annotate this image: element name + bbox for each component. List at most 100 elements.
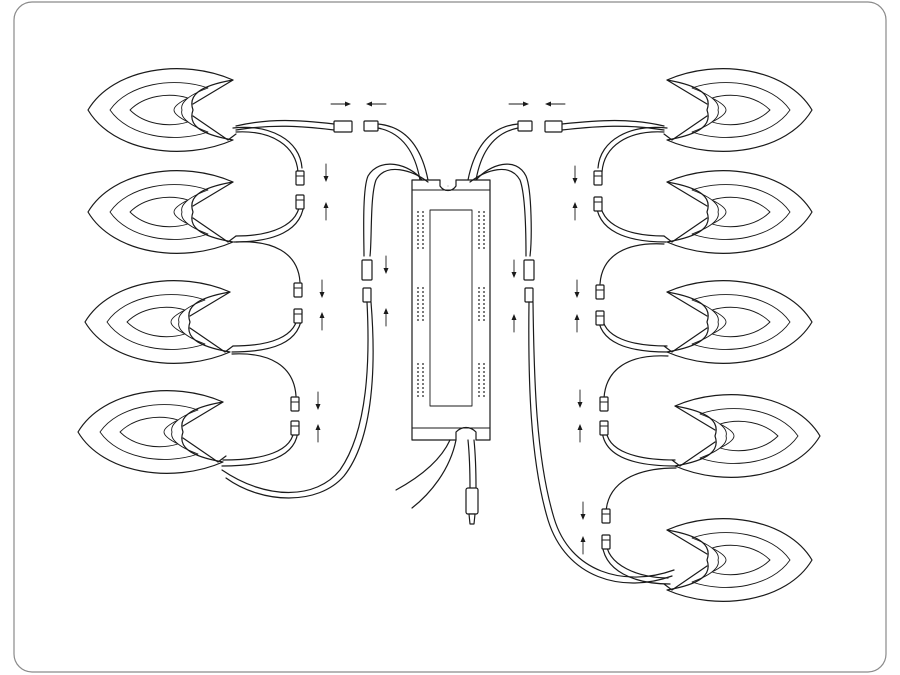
vent-dot (478, 287, 480, 289)
vent-dot (478, 231, 480, 233)
vent-dot (422, 311, 424, 313)
vent-dot (422, 295, 424, 297)
vent-dot (422, 371, 424, 373)
vent-dot (422, 239, 424, 241)
left-driver-socket (362, 287, 372, 303)
vent-dot (417, 387, 419, 389)
vent-dot (478, 379, 480, 381)
vent-dot (483, 375, 485, 377)
vent-dot (422, 319, 424, 321)
vent-dot (417, 371, 419, 373)
vent-dot (483, 291, 485, 293)
vent-dot (483, 287, 485, 289)
vent-dot (478, 227, 480, 229)
right-chain-arrows (572, 165, 586, 555)
vent-dot (417, 363, 419, 365)
vent-dot (417, 215, 419, 217)
vent-dot (417, 319, 419, 321)
vent-dot (478, 211, 480, 213)
vent-dot (422, 391, 424, 393)
vent-dot (483, 371, 485, 373)
vent-dot (478, 215, 480, 217)
vent-dot (417, 395, 419, 397)
vent-dot (422, 223, 424, 225)
vent-dot (483, 239, 485, 241)
vent-dot (417, 383, 419, 385)
vent-dot (478, 247, 480, 249)
top-right-female-plug (544, 120, 563, 133)
vent-dot (483, 391, 485, 393)
top-plug-arrows (330, 101, 566, 107)
vent-dot (422, 219, 424, 221)
vent-dot (417, 391, 419, 393)
vent-dot (422, 383, 424, 385)
vent-dot (483, 383, 485, 385)
vent-dot (478, 243, 480, 245)
vent-dot (483, 307, 485, 309)
vent-dot (478, 375, 480, 377)
lamp-left-4 (77, 390, 227, 474)
vent-dot (483, 227, 485, 229)
driver-vent-holes (417, 211, 485, 397)
vent-dot (422, 395, 424, 397)
right-lamp-column (663, 68, 821, 602)
vent-dot (483, 395, 485, 397)
vent-dot (478, 311, 480, 313)
vent-dot (478, 291, 480, 293)
lamp-left-3 (84, 280, 234, 364)
vent-dot (483, 295, 485, 297)
led-driver (411, 179, 491, 441)
vent-dot (417, 367, 419, 369)
vent-dot (417, 243, 419, 245)
vent-dot (417, 299, 419, 301)
vent-dot (483, 363, 485, 365)
vent-dot (422, 315, 424, 317)
vent-dot (478, 395, 480, 397)
vent-dot (417, 379, 419, 381)
lamp-left-2 (87, 170, 237, 254)
vent-dot (478, 371, 480, 373)
vent-dot (483, 219, 485, 221)
top-left-female-plug (363, 120, 379, 132)
lamp-left-1 (87, 68, 237, 152)
vent-dot (478, 307, 480, 309)
driver-output-wires (221, 163, 675, 584)
vent-dot (422, 211, 424, 213)
lamp-right-2 (663, 170, 813, 254)
vent-dot (422, 299, 424, 301)
driver-plug-head (465, 487, 479, 515)
vent-dot (422, 367, 424, 369)
vent-dot (417, 227, 419, 229)
lamp-right-5 (663, 518, 813, 602)
vent-dot (417, 235, 419, 237)
vent-dot (422, 215, 424, 217)
vent-dot (478, 299, 480, 301)
right-driver-plug (523, 259, 535, 281)
vent-dot (483, 303, 485, 305)
driver-label-window (429, 209, 473, 407)
vent-dot (422, 379, 424, 381)
vent-dot (478, 319, 480, 321)
left-chain-arrows (315, 163, 329, 443)
left-lamp-column (77, 68, 237, 474)
top-feed-wires (235, 119, 665, 181)
vent-dot (422, 387, 424, 389)
vent-dot (422, 247, 424, 249)
top-left-male-plug (333, 120, 353, 133)
vent-dot (478, 387, 480, 389)
vent-dot (483, 247, 485, 249)
vent-dot (483, 223, 485, 225)
vent-dot (478, 391, 480, 393)
top-right-male-plug (517, 120, 533, 132)
vent-dot (483, 215, 485, 217)
vent-dot (422, 375, 424, 377)
vent-dot (417, 295, 419, 297)
vent-dot (478, 315, 480, 317)
vent-dot (483, 299, 485, 301)
vent-dot (417, 375, 419, 377)
vent-dot (483, 379, 485, 381)
vent-dot (483, 211, 485, 213)
vent-dot (422, 235, 424, 237)
